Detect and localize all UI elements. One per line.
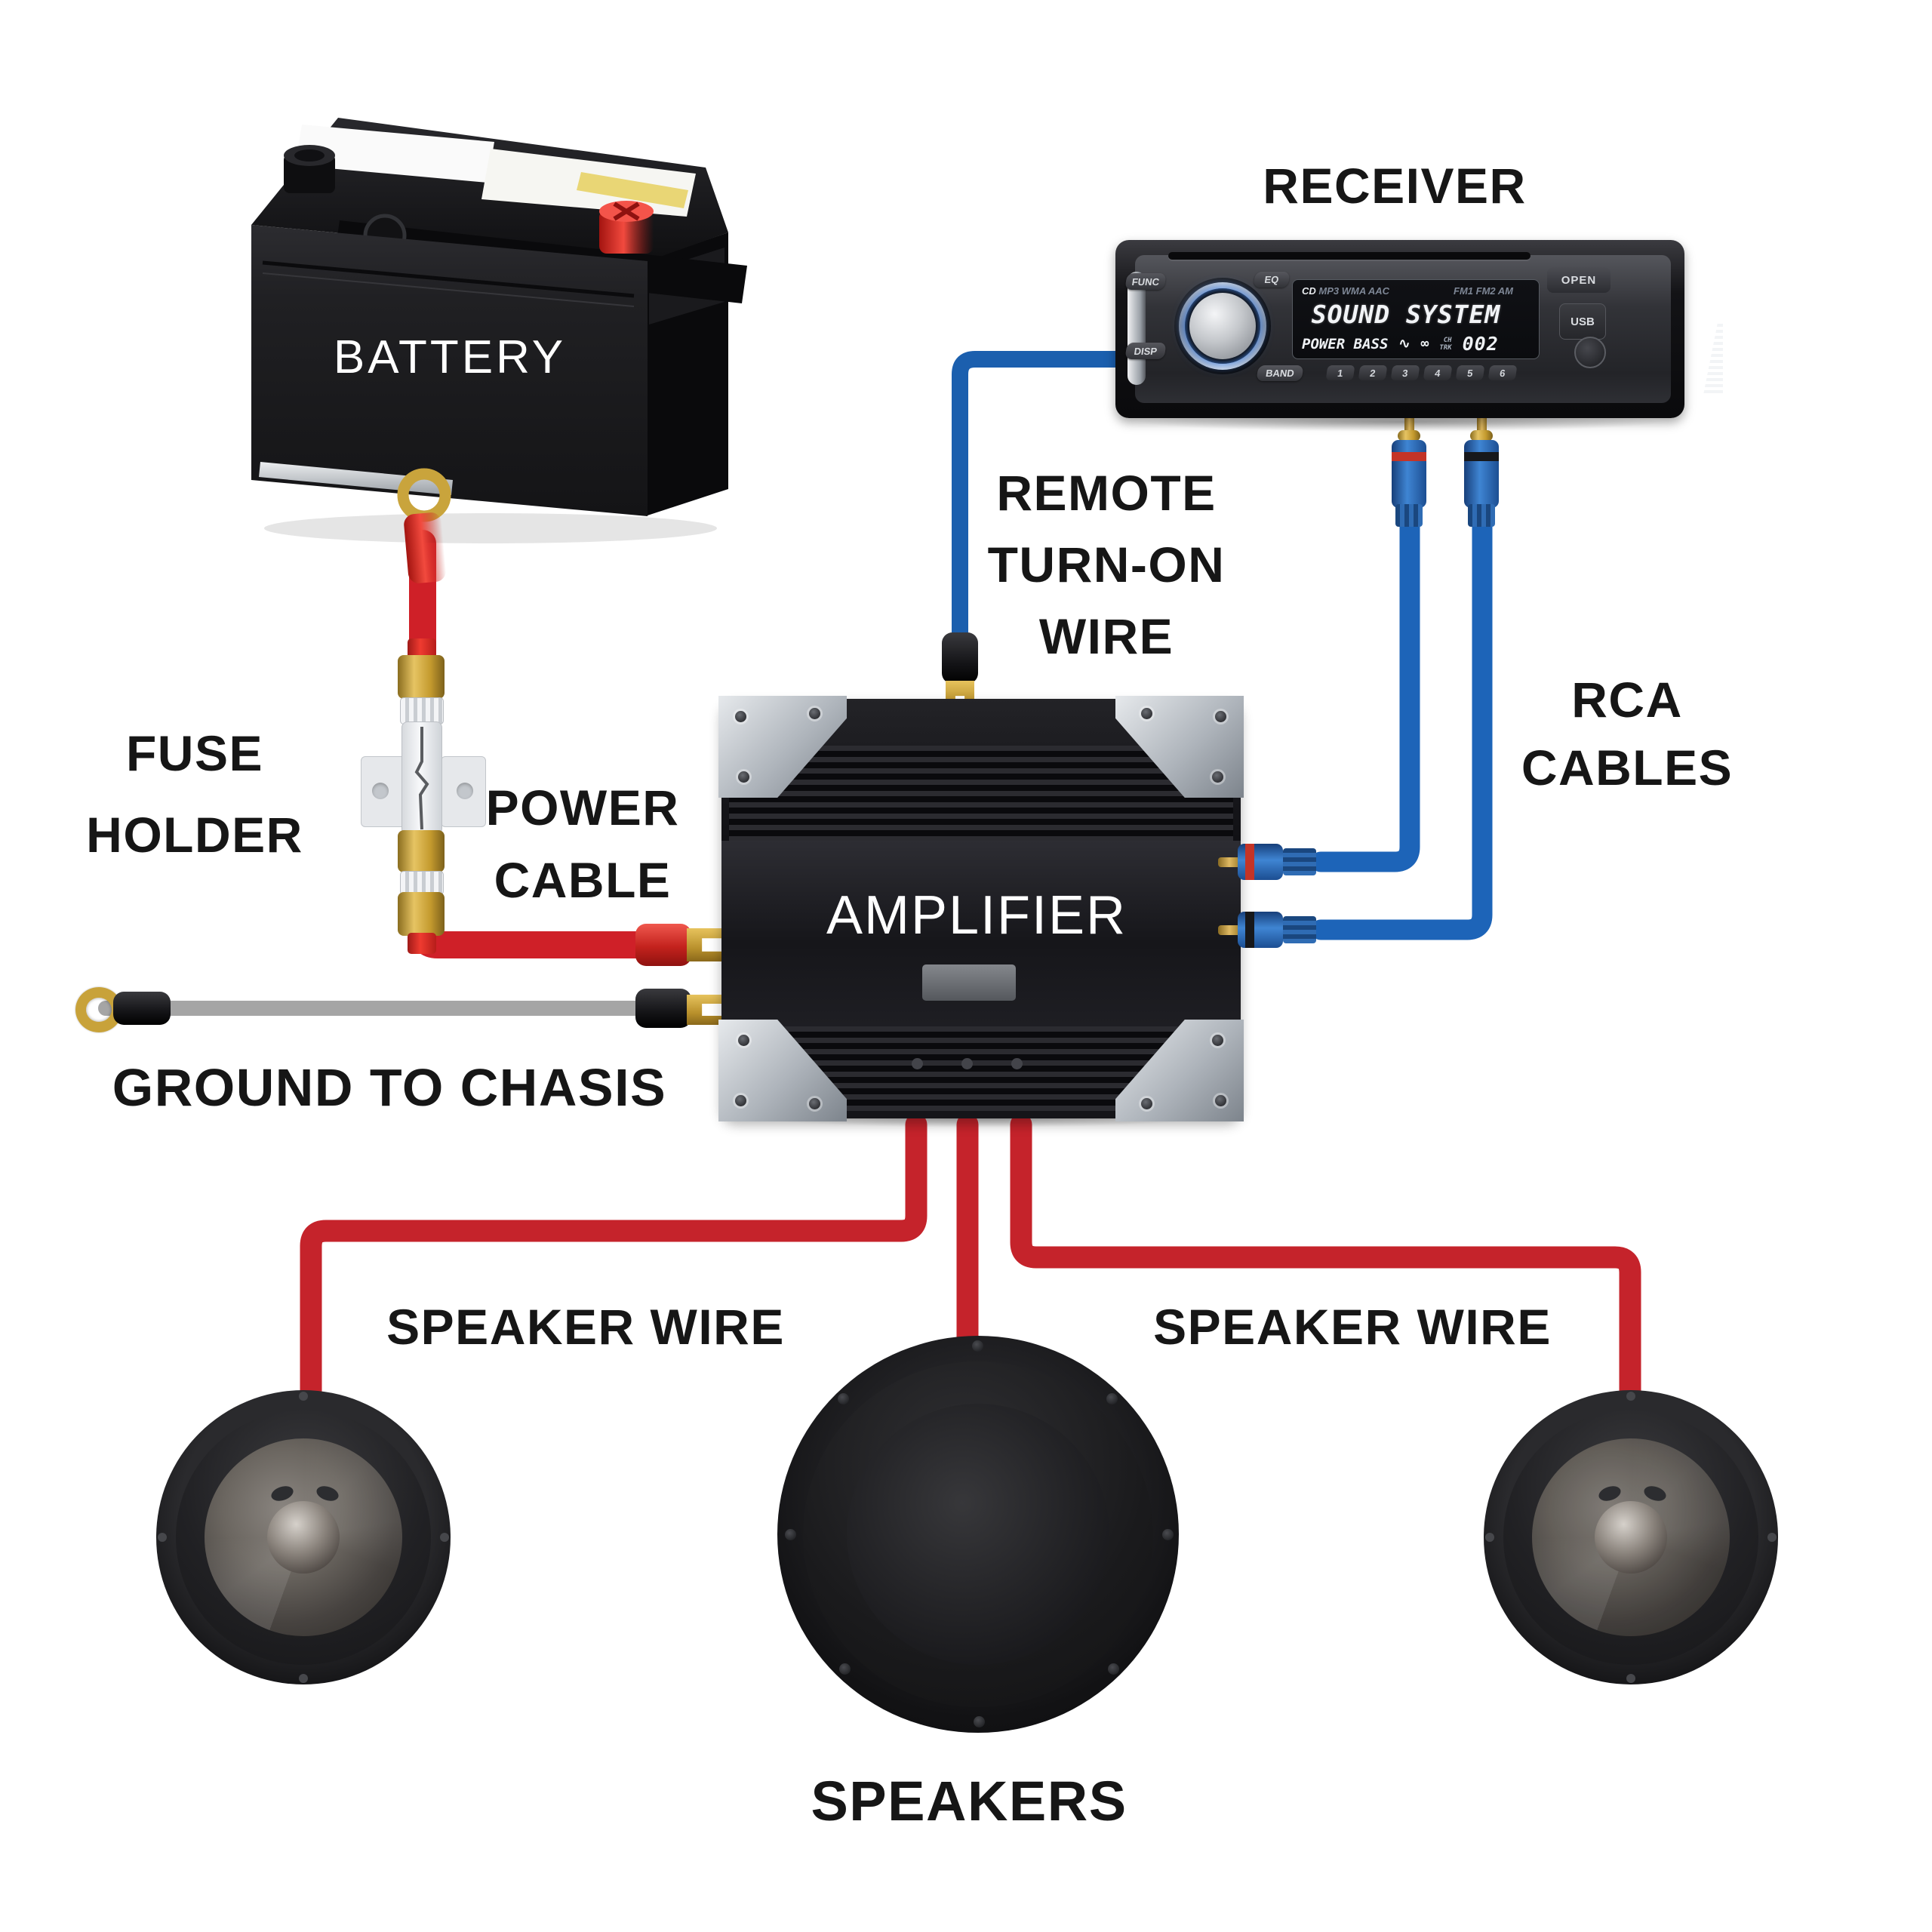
amp-rca-body-2 [1238, 912, 1283, 948]
disp-button: DISP [1124, 343, 1167, 359]
rca-plug-collar-2 [1470, 430, 1493, 441]
speaker-left-dome [267, 1501, 340, 1574]
amp-rca-tail-2 [1283, 916, 1316, 943]
battery-label-left [295, 125, 494, 183]
amp-indicator-1 [912, 1058, 923, 1069]
preset-1: 1 [1325, 365, 1355, 380]
power-fork-boot [635, 924, 691, 966]
track-number: 002 [1462, 333, 1499, 355]
cd-slot [1168, 252, 1531, 260]
rca-plug-body-2 [1464, 440, 1499, 508]
speaker-wire-left-label: SPEAKER WIRE [386, 1299, 785, 1355]
rca-plug-tail-2 [1468, 504, 1495, 527]
speaker-wire-right-label: SPEAKER WIRE [1153, 1299, 1552, 1355]
cd-icon: ∞ [1420, 336, 1429, 352]
usb-port: USB [1559, 303, 1606, 340]
preset-buttons: 1 2 3 4 5 6 [1325, 365, 1518, 380]
fuse-bracket-left [361, 756, 406, 827]
battery-negative-inner [294, 149, 325, 162]
amp-rca-tail-1 [1283, 848, 1316, 875]
preset-2: 2 [1358, 365, 1388, 380]
battery-front-face [251, 225, 648, 516]
amplifier-unit [718, 696, 1244, 1121]
amp-indicator-2 [961, 1058, 973, 1069]
battery-positive-terminal [599, 210, 654, 254]
eject-button [1574, 337, 1606, 368]
amp-indicator-3 [1011, 1058, 1023, 1069]
amp-rca-pin-2 [1218, 925, 1241, 935]
rca-plug-body-1 [1392, 440, 1426, 508]
preset-6: 6 [1487, 365, 1518, 380]
fuse-bottom-cap [398, 892, 445, 936]
battery-label-stripe [577, 172, 688, 208]
rca-plug-tail-1 [1395, 504, 1423, 527]
receiver-label: RECEIVER [1263, 158, 1527, 214]
fuse-bracket-right [441, 756, 486, 827]
ground-left-boot [113, 992, 171, 1025]
preset-4: 4 [1423, 365, 1453, 380]
battery [251, 118, 747, 583]
receiver-left-trim [1128, 272, 1146, 385]
battery-groove-highlight [262, 272, 635, 307]
display-main-text: SOUND SYSTEM [1311, 300, 1501, 329]
fuse-top-cap [398, 655, 445, 699]
fuse-top-ribs [400, 697, 444, 724]
remote-wire-boot [942, 632, 978, 684]
band-button: BAND [1256, 365, 1304, 381]
receiver-head-unit: FUNC DISP EQ BAND CD MP3 WMA AAC FM1 FM2… [1115, 240, 1723, 418]
speaker-left [156, 1390, 451, 1684]
open-button: OPEN [1547, 267, 1611, 293]
speaker-right [1484, 1390, 1778, 1684]
speaker-wire-right [1010, 1113, 1641, 1466]
preset-5: 5 [1455, 365, 1485, 380]
fuse-bottom-ribs [400, 871, 444, 895]
battery-shadow [264, 513, 717, 543]
speaker-right-dome [1595, 1501, 1667, 1574]
rca-plug-collar-1 [1398, 430, 1420, 441]
format-indicators: CD MP3 WMA AAC [1302, 285, 1390, 297]
func-button: FUNC [1124, 273, 1167, 290]
fuse-glass-tube [401, 721, 442, 835]
volume-knob-face [1189, 293, 1256, 359]
fuse-mid-ring [398, 830, 445, 872]
ground-fork-boot [635, 989, 691, 1028]
tuner-indicators: FM1 FM2 AM [1454, 285, 1513, 297]
battery-groove [262, 260, 635, 298]
eq-button: EQ [1253, 272, 1291, 288]
battery-label: BATTERY [333, 331, 567, 383]
subwoofer-cone [847, 1404, 1109, 1665]
wave-icon: ∿ [1398, 336, 1411, 352]
preset-3: 3 [1390, 365, 1420, 380]
ground-to-chasis-label: GROUND TO CHASIS [112, 1058, 667, 1117]
speaker-wire-left [300, 1113, 928, 1417]
power-terminal-boot [404, 512, 446, 583]
fuse-bottom-wire-band [408, 933, 436, 954]
display-mode-text: POWER BASS [1302, 335, 1389, 352]
rca-cable-2 [1310, 488, 1493, 940]
rca-cable-1 [1310, 488, 1420, 872]
amp-rca-body-1 [1238, 844, 1283, 880]
amp-rca-pin-1 [1218, 857, 1241, 867]
amp-heatsink-top [729, 746, 1233, 841]
amplifier-label: AMPLIFIER [826, 885, 1128, 946]
battery-positive-cross [613, 202, 640, 221]
amp-badge-plate [922, 964, 1016, 1001]
subwoofer [777, 1336, 1179, 1733]
receiver-display: CD MP3 WMA AAC FM1 FM2 AM SOUND SYSTEM P… [1292, 279, 1723, 395]
remote-turn-on-wire [952, 351, 1127, 656]
speakers-label: SPEAKERS [811, 1770, 1128, 1832]
